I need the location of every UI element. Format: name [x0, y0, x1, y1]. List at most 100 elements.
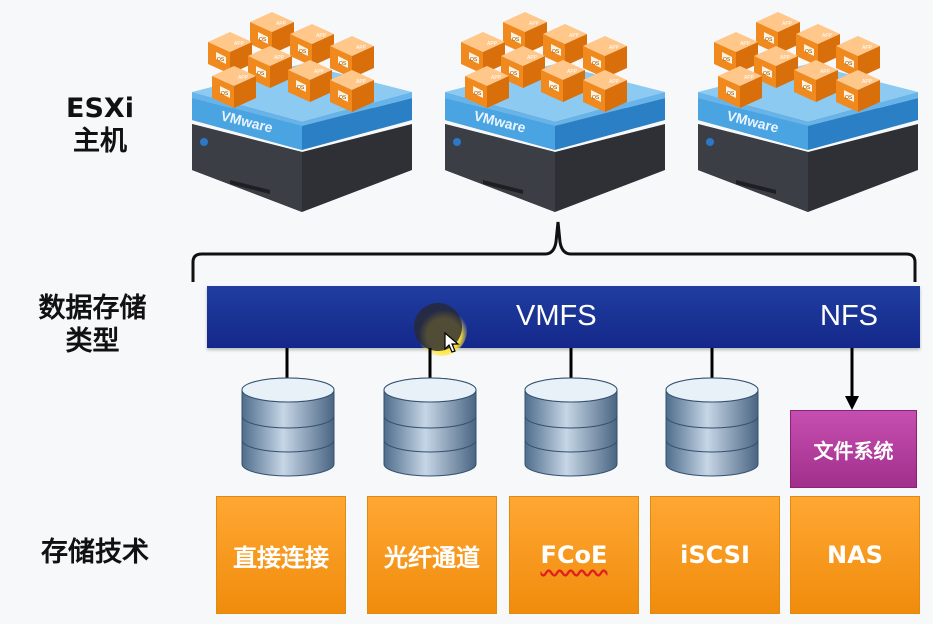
vm-os-label: OS: [550, 85, 558, 91]
vm-os-label: OS: [723, 57, 731, 63]
vm-os-label: OS: [845, 95, 853, 101]
vm-cube-icon: APP OS: [461, 32, 505, 74]
vm-app-label: APP: [740, 41, 751, 47]
vm-cube-icon: APP OS: [330, 36, 374, 78]
disk-stack-graphic: [665, 377, 759, 477]
vm-app-label: APP: [527, 55, 538, 61]
vm-os-label: OS: [297, 85, 305, 91]
vm-os-label: OS: [221, 91, 229, 97]
storage-tech-label: 存储技术: [41, 537, 149, 568]
tech-fcoe-label: FCoE: [540, 541, 608, 569]
vm-app-label: APP: [529, 21, 540, 27]
vm-os-label: OS: [510, 71, 518, 77]
vm-os-label: OS: [470, 57, 478, 63]
vm-app-label: APP: [274, 55, 285, 61]
vmfs-label: VMFS: [516, 300, 597, 332]
disk-stack-icon: [521, 366, 621, 478]
vm-cube-icon: APP OS: [212, 66, 256, 108]
vm-os-label: OS: [217, 57, 225, 63]
vm-os-label: OS: [339, 61, 347, 67]
disk-stack-icon: [380, 366, 480, 478]
vm-os-label: OS: [512, 37, 520, 43]
vm-app-label: APP: [744, 75, 755, 81]
vm-os-label: OS: [592, 95, 600, 101]
vm-cube-icon: APP OS: [250, 12, 294, 54]
tech-fibre-channel: 光纤通道: [367, 496, 497, 614]
vm-cube-icon: APP OS: [836, 70, 880, 112]
disk-stack-icon: [238, 366, 338, 478]
datastore-type-band: [207, 286, 920, 348]
vm-app-label: APP: [487, 41, 498, 47]
vm-app-label: APP: [862, 45, 873, 51]
vm-app-label: APP: [356, 79, 367, 85]
vm-app-label: APP: [862, 79, 873, 85]
vm-os-label: OS: [803, 85, 811, 91]
vm-app-label: APP: [780, 55, 791, 61]
esxi-label-line1: ESXi: [66, 93, 134, 124]
vm-cube-icon: APP OS: [208, 32, 252, 74]
disk-stack-graphic: [241, 377, 335, 477]
vm-cube-icon: APP OS: [794, 60, 838, 102]
vm-cube-icon: APP OS: [541, 60, 585, 102]
vm-app-label: APP: [820, 69, 831, 75]
disk-stack-icon: [662, 366, 762, 478]
esxi-label-line2: 主机: [73, 126, 127, 157]
vm-cube-icon: APP OS: [543, 24, 587, 66]
vm-os-label: OS: [552, 49, 560, 55]
vm-cube-icon: APP OS: [583, 70, 627, 112]
esxi-host-label: ESXi 主机: [60, 92, 140, 158]
vm-cube-icon: APP OS: [503, 12, 547, 54]
tech-fcoe: FCoE: [509, 496, 639, 614]
vm-app-label: APP: [356, 45, 367, 51]
hosts-brace: [190, 218, 920, 288]
mouse-pointer-icon: [444, 331, 460, 354]
vm-app-label: APP: [491, 75, 502, 81]
vm-os-label: OS: [765, 37, 773, 43]
vm-cube-icon: APP OS: [718, 66, 762, 108]
disk-stack-graphic: [524, 377, 618, 477]
vm-app-label: APP: [822, 33, 833, 39]
vm-os-label: OS: [259, 37, 267, 43]
vm-cube-icon: APP OS: [288, 60, 332, 102]
vm-os-label: OS: [474, 91, 482, 97]
vm-os-label: OS: [727, 91, 735, 97]
vm-app-label: APP: [238, 75, 249, 81]
vm-os-label: OS: [763, 71, 771, 77]
vm-cube-icon: APP OS: [796, 24, 840, 66]
datastore-type-line2: 类型: [65, 326, 120, 357]
datastore-type-label: 数据存储 类型: [30, 292, 155, 358]
arrow-to-file-system: [842, 348, 862, 410]
vm-os-label: OS: [805, 49, 813, 55]
vm-os-label: OS: [299, 49, 307, 55]
vm-app-label: APP: [316, 33, 327, 39]
vm-cube-icon: APP OS: [754, 46, 798, 88]
vm-app-label: APP: [234, 41, 245, 47]
nfs-label: NFS: [820, 300, 878, 332]
vm-app-label: APP: [609, 45, 620, 51]
vm-app-label: APP: [782, 21, 793, 27]
vm-cube-icon: APP OS: [714, 32, 758, 74]
vm-app-label: APP: [569, 33, 580, 39]
vm-app-label: APP: [276, 21, 287, 27]
file-system-box: 文件系统: [790, 410, 917, 488]
vm-cube-icon: APP OS: [583, 36, 627, 78]
vm-cube-icon: APP OS: [756, 12, 800, 54]
vm-app-label: APP: [314, 69, 325, 75]
vm-cube-icon: APP OS: [465, 66, 509, 108]
vm-app-label: APP: [609, 79, 620, 85]
vm-os-label: OS: [592, 61, 600, 67]
disk-stack-graphic: [383, 377, 477, 477]
datastore-type-line1: 数据存储: [38, 293, 147, 324]
tech-direct-attached: 直接连接: [216, 496, 346, 614]
vm-app-label: APP: [567, 69, 578, 75]
tech-iscsi: iSCSI: [650, 496, 780, 614]
